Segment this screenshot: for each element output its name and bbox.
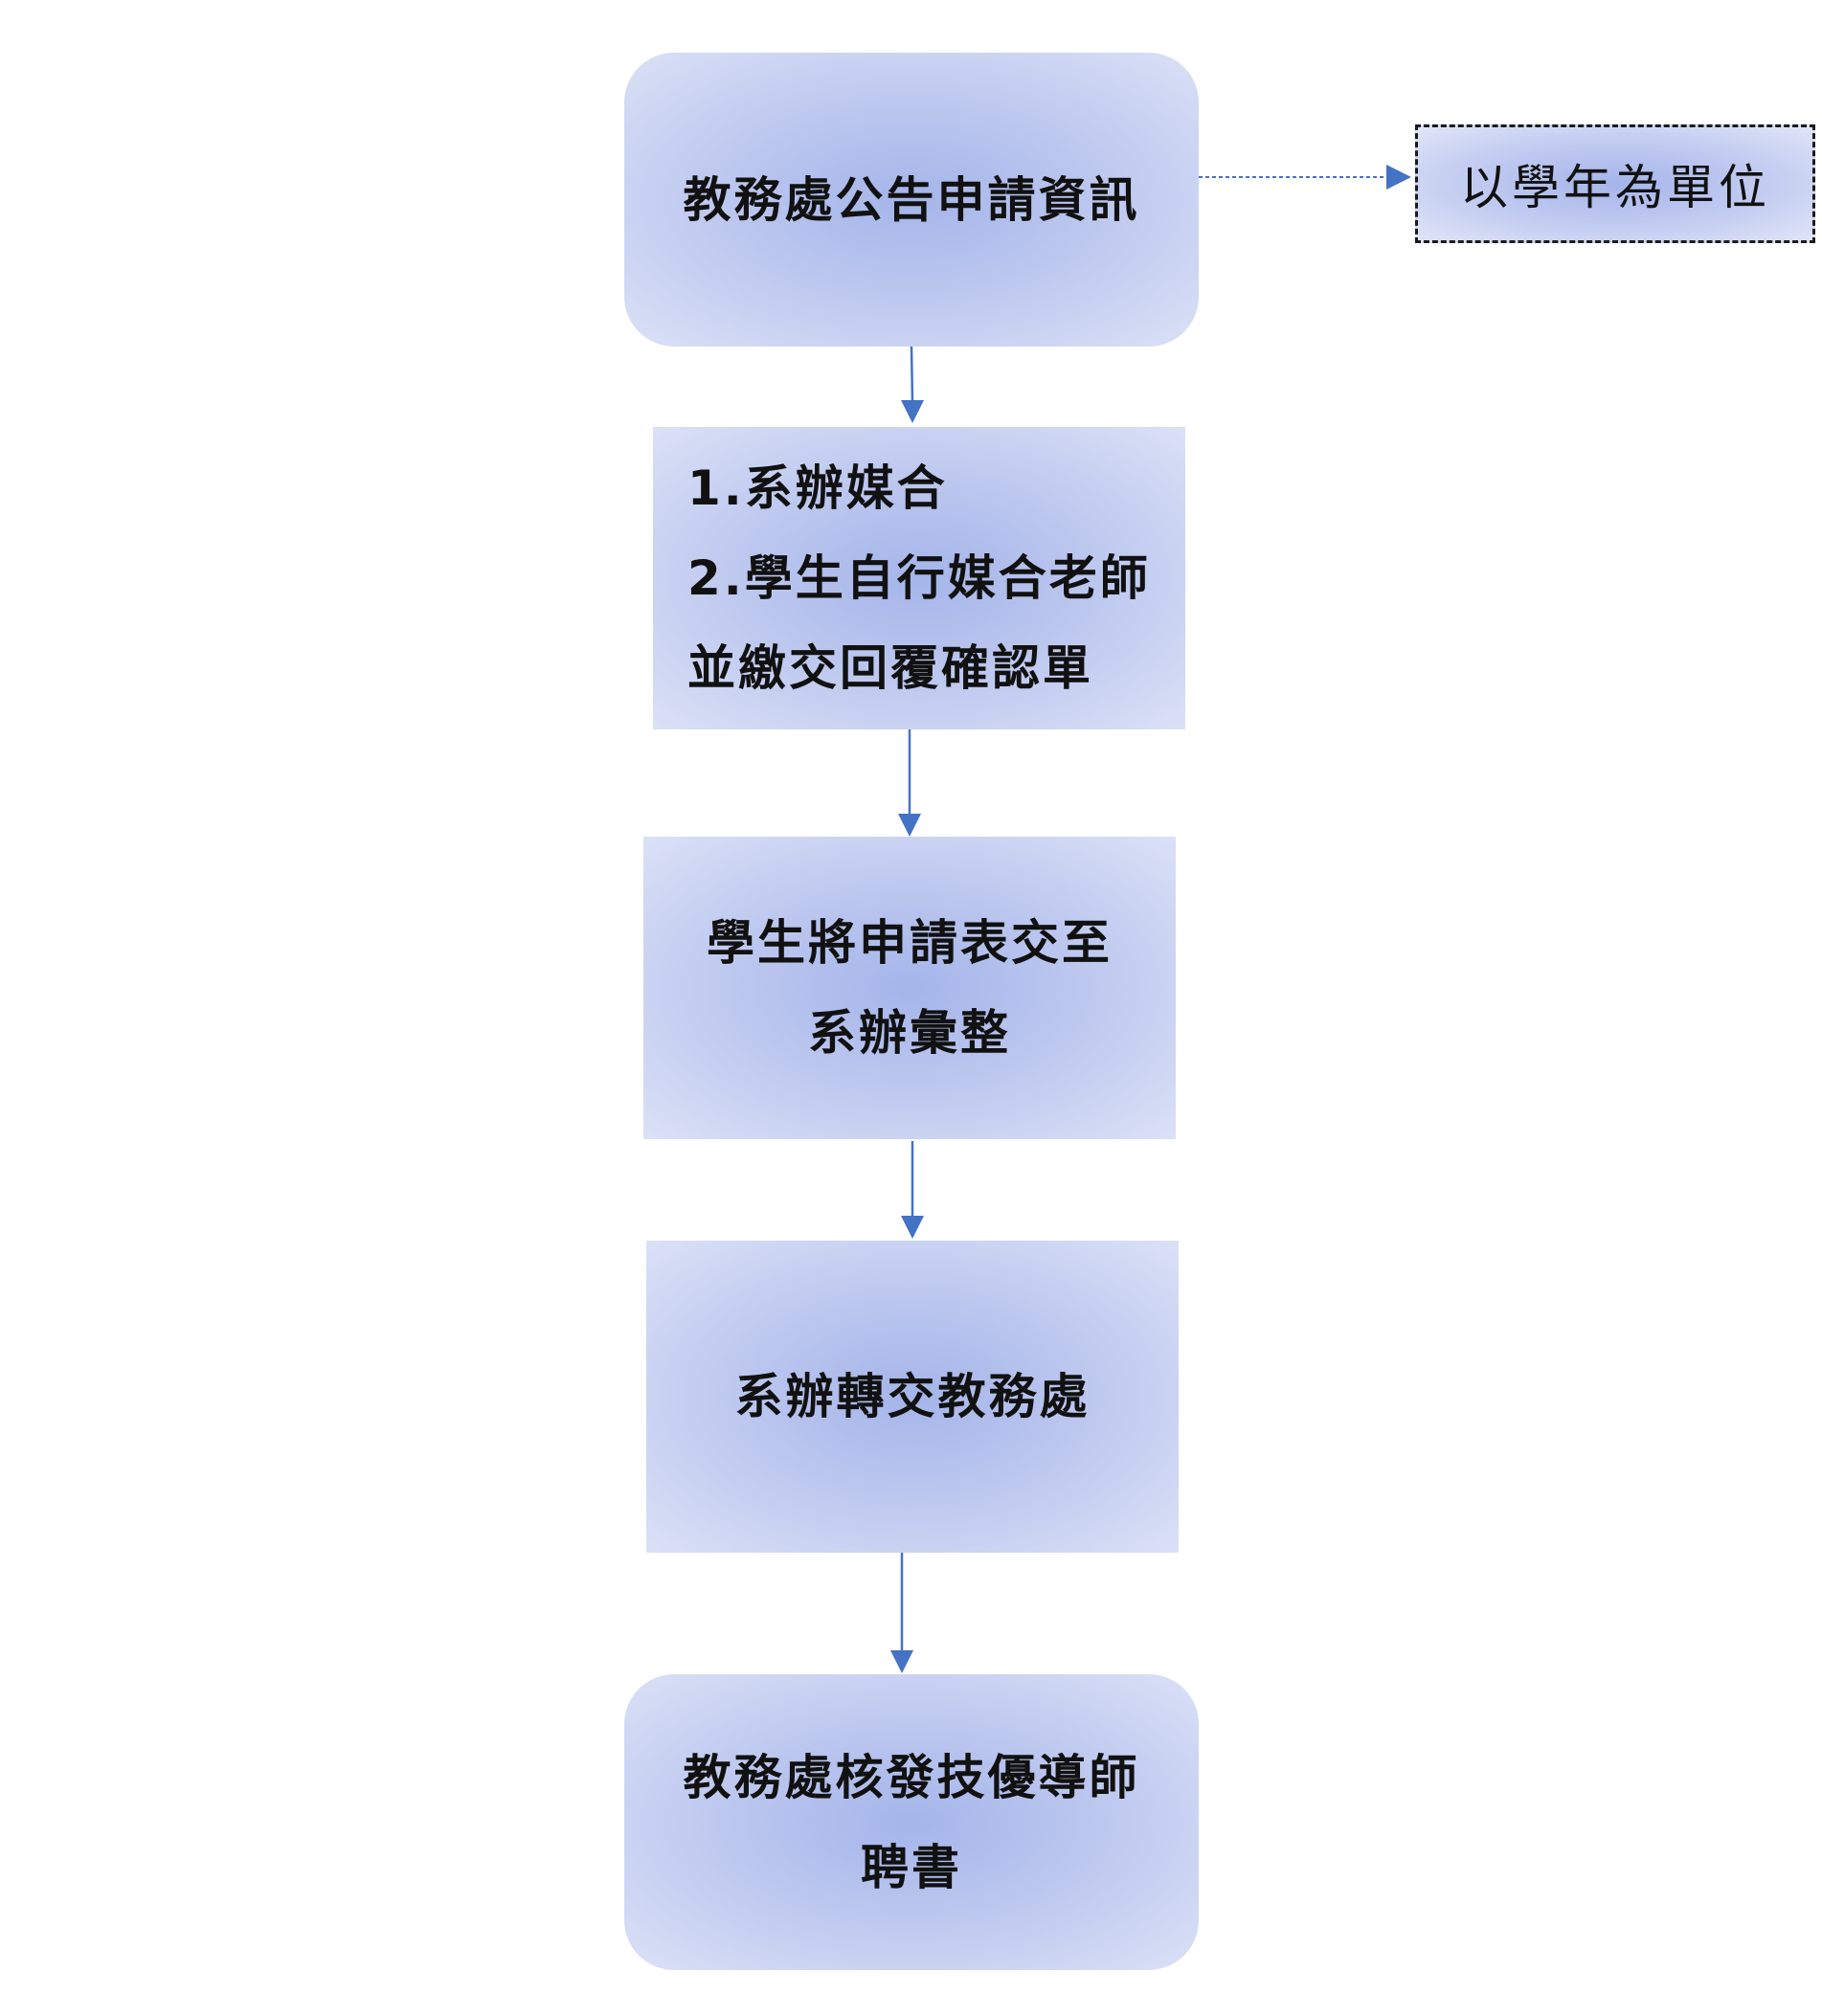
arrow-step4-to-step5 (890, 1553, 913, 1673)
arrow-step2-to-step3 (898, 720, 921, 837)
step2-line-3: 並繳交回覆確認單 (687, 640, 1093, 696)
step5-line-1: 教務處核發技優導師 (683, 1749, 1140, 1805)
step4-line-1: 系辦轉交教務處 (734, 1369, 1091, 1424)
arrowhead-icon (901, 400, 924, 423)
dotted-connector-to-note (1199, 165, 1411, 190)
step3-submit-form-node: 學生將申請表交至 系辦彙整 (643, 837, 1176, 1139)
arrow-step3-to-step4 (901, 1141, 924, 1239)
note-academic-year: 以學年為單位 (1415, 124, 1815, 243)
step3-line-1: 學生將申請表交至 (707, 915, 1113, 971)
arrow-step1-to-step2 (901, 346, 924, 423)
step3-line-2: 系辦彙整 (808, 1005, 1011, 1061)
note-text: 以學年為單位 (1460, 160, 1770, 215)
arrowhead-icon (890, 1650, 913, 1673)
step1-announce-node: 教務處公告申請資訊 (624, 53, 1199, 347)
arrowhead-icon (898, 814, 921, 837)
arrowhead-icon (901, 1216, 924, 1239)
step5-line-2: 聘書 (861, 1839, 962, 1895)
arrowhead-icon (1386, 165, 1411, 190)
step1-line-1: 教務處公告申請資訊 (683, 171, 1140, 228)
step4-forward-node: 系辦轉交教務處 (646, 1241, 1179, 1553)
step5-issue-letter-node: 教務處核發技優導師 聘書 (624, 1674, 1199, 1970)
step2-line-2: 2.學生自行媒合老師 (687, 550, 1151, 606)
step2-matching-node: 1.系辦媒合 2.學生自行媒合老師 並繳交回覆確認單 (653, 427, 1185, 729)
step2-line-1: 1.系辦媒合 (687, 460, 948, 516)
